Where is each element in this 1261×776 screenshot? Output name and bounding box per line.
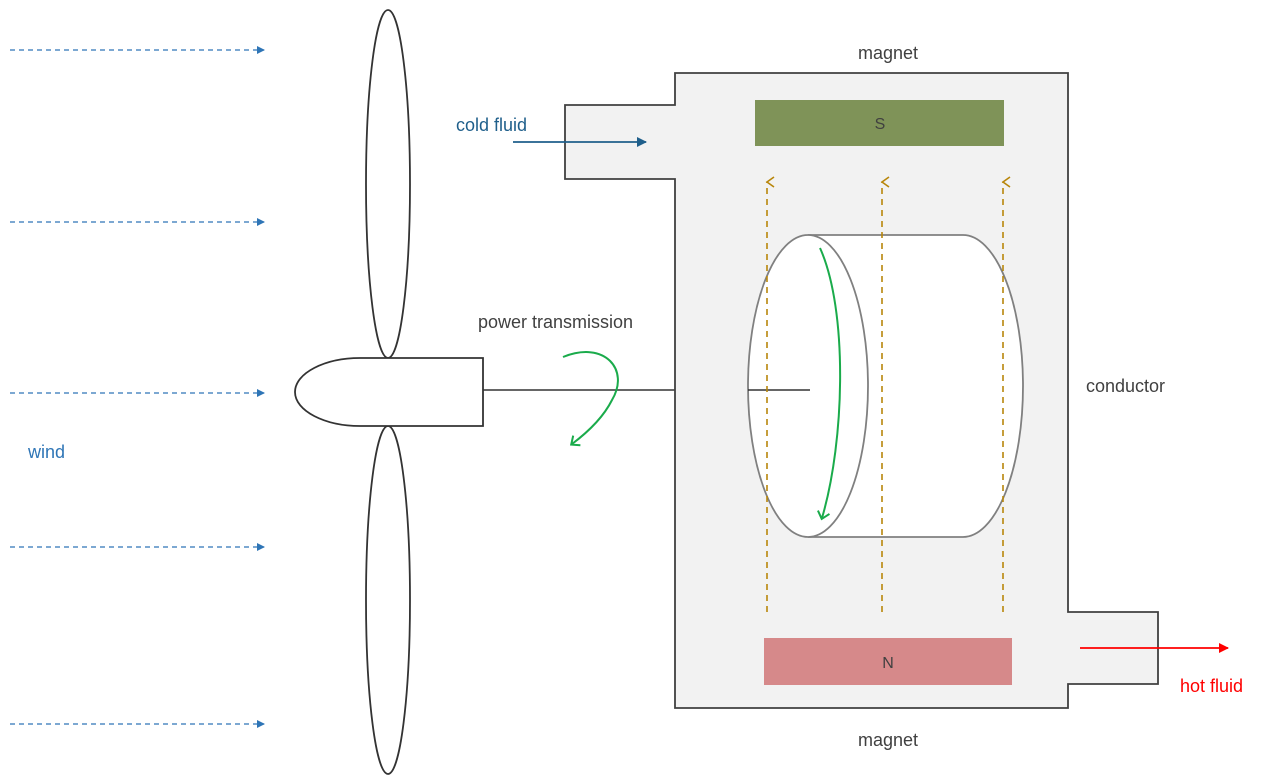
turbine-nacelle	[294, 357, 484, 427]
hot-fluid-label: hot fluid	[1180, 676, 1243, 696]
cylinder-body	[808, 234, 1024, 538]
cold-fluid-label: cold fluid	[456, 115, 527, 135]
conductor-label: conductor	[1086, 376, 1165, 396]
power-rotation-arrow	[562, 351, 619, 447]
power-transmission-label: power transmission	[478, 312, 633, 332]
wind-label: wind	[27, 442, 65, 462]
wind-arrows	[10, 46, 265, 728]
south-pole-label: S	[875, 116, 886, 133]
cylinder-rotation-arrow	[817, 247, 842, 521]
turbine-blade-top	[365, 9, 411, 359]
turbine-blade-bottom	[365, 425, 411, 775]
magnet-bottom-label: magnet	[858, 730, 918, 750]
conductor-cylinder	[747, 234, 1024, 538]
magnetic-field-lines	[765, 176, 1011, 612]
cylinder-front-face	[747, 234, 869, 538]
north-pole-label: N	[882, 655, 894, 672]
magnet-south-pole	[755, 100, 1004, 146]
magnet-top-label: magnet	[858, 43, 918, 63]
magnet-north-pole	[764, 638, 1012, 685]
turbine-rotor	[294, 9, 484, 775]
